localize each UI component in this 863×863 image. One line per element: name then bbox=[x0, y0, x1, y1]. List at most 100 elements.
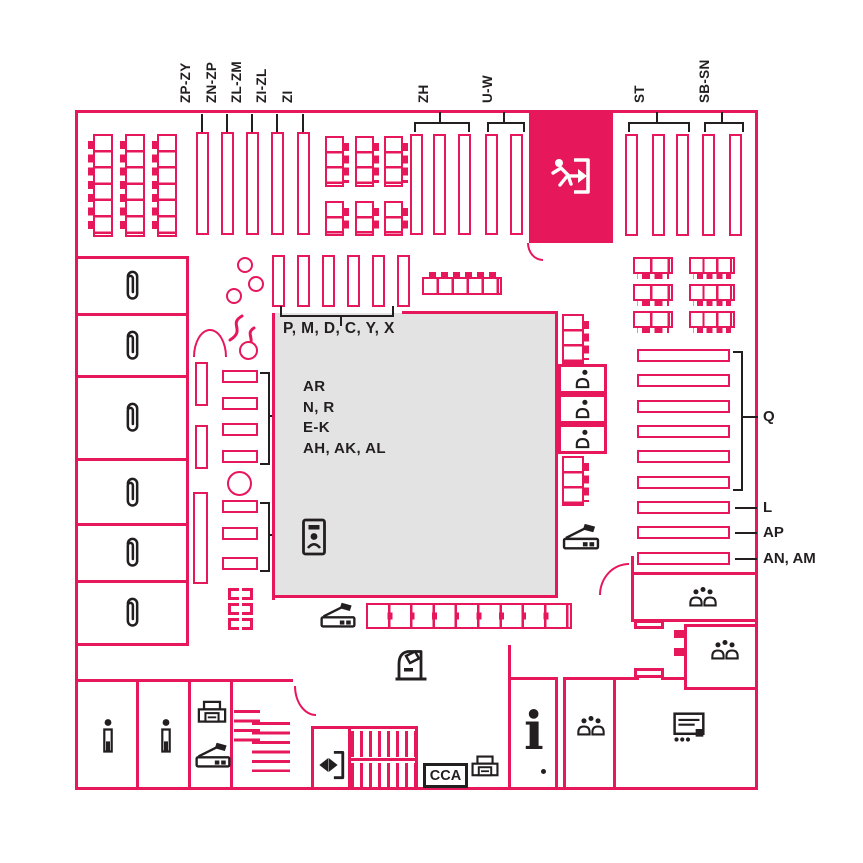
shelf bbox=[195, 425, 208, 469]
carrel-column bbox=[88, 134, 113, 237]
shelf-label-sb-sn: SB-SN bbox=[697, 59, 712, 103]
wall bbox=[272, 313, 275, 600]
desk-column bbox=[384, 201, 408, 236]
shelf bbox=[372, 255, 385, 307]
shelf bbox=[222, 423, 258, 436]
bracket-tick bbox=[340, 315, 342, 326]
carrel-column bbox=[152, 134, 177, 237]
wall bbox=[613, 677, 616, 790]
wall bbox=[75, 110, 531, 113]
label-tick bbox=[503, 112, 505, 122]
group-study-icon bbox=[577, 715, 605, 736]
label-tick bbox=[656, 112, 658, 122]
wall bbox=[311, 726, 351, 729]
information-icon: i bbox=[524, 701, 544, 762]
wall bbox=[75, 313, 189, 316]
presentation-room-icon bbox=[673, 712, 705, 742]
wall bbox=[555, 313, 558, 598]
label-bracket-sb-sn bbox=[704, 122, 744, 132]
bracket-tick bbox=[741, 416, 758, 418]
wall bbox=[563, 677, 616, 680]
wall bbox=[508, 677, 558, 680]
shelf-label-zp-zy: ZP-ZY bbox=[178, 62, 193, 104]
shelf bbox=[221, 132, 234, 235]
single-person-icon bbox=[575, 399, 590, 419]
printer-icon bbox=[197, 700, 227, 723]
shelf bbox=[347, 255, 360, 307]
wall bbox=[613, 677, 639, 680]
label-tick bbox=[251, 114, 253, 132]
copy-code-box: CCA bbox=[423, 763, 468, 788]
bench-seats bbox=[422, 272, 502, 295]
shelf-label-q: Q bbox=[763, 408, 775, 425]
wall bbox=[75, 523, 189, 526]
door-arc bbox=[527, 243, 543, 261]
desk-column bbox=[325, 136, 349, 187]
shelf-label-zi: ZI bbox=[280, 90, 295, 103]
shelf bbox=[637, 476, 730, 489]
wall bbox=[611, 110, 758, 113]
table bbox=[633, 284, 673, 306]
wall bbox=[186, 256, 189, 646]
wall bbox=[75, 256, 189, 259]
area-label-nr: N, R bbox=[303, 398, 335, 416]
desk-column bbox=[355, 201, 379, 236]
desk-row bbox=[366, 603, 572, 629]
table bbox=[633, 257, 673, 279]
door-frame bbox=[674, 630, 686, 638]
paperclip-icon bbox=[126, 477, 139, 507]
shelf bbox=[637, 374, 730, 387]
group-study-room bbox=[631, 572, 758, 622]
bracket-tick bbox=[735, 532, 757, 534]
door-jamb bbox=[634, 668, 664, 678]
wall bbox=[402, 311, 558, 314]
shelf-label-l: L bbox=[763, 499, 773, 516]
desk-column bbox=[384, 136, 408, 187]
shelf-bracket-q bbox=[733, 351, 743, 491]
area-label-ek: E-K bbox=[303, 419, 331, 436]
wall bbox=[75, 375, 189, 378]
door-arc bbox=[599, 563, 629, 595]
dot bbox=[541, 769, 546, 774]
bracket-tick bbox=[735, 558, 757, 560]
area-label-ah: AH, AK, AL bbox=[303, 439, 386, 457]
stairs bbox=[252, 722, 290, 772]
table bbox=[689, 257, 735, 279]
staircase bbox=[351, 763, 415, 789]
individual-study-room bbox=[558, 424, 607, 454]
card-station-icon bbox=[302, 518, 326, 556]
shelf-label-zi-zl: ZI-ZL bbox=[254, 68, 269, 104]
shelf bbox=[222, 370, 258, 383]
carrel-column bbox=[120, 134, 145, 237]
wall bbox=[555, 677, 558, 790]
wall bbox=[136, 679, 139, 790]
shelf bbox=[297, 132, 310, 235]
group-study-icon bbox=[711, 639, 739, 660]
self-checkout-kiosk-icon bbox=[395, 649, 427, 681]
stool bbox=[248, 276, 264, 292]
shelf bbox=[222, 527, 258, 540]
shelf bbox=[637, 425, 730, 438]
single-person-icon bbox=[575, 429, 590, 449]
wall bbox=[188, 679, 191, 790]
shelf bbox=[222, 557, 258, 570]
shelf bbox=[322, 255, 335, 307]
shelf bbox=[433, 134, 446, 235]
area-label-list: AR N, R E-K AH, AK, AL bbox=[303, 377, 386, 459]
label-tick bbox=[276, 114, 278, 132]
table bbox=[689, 284, 735, 306]
shelf bbox=[637, 450, 730, 463]
label-tick bbox=[439, 112, 441, 122]
toilet-icon bbox=[103, 719, 113, 753]
label-bracket-zh bbox=[414, 122, 470, 132]
label-tick bbox=[721, 112, 723, 122]
door-frame bbox=[674, 648, 686, 656]
shelf-l bbox=[637, 501, 730, 514]
group-study-room bbox=[684, 624, 758, 690]
wall bbox=[75, 110, 78, 790]
area-label-pmdcyx: P, M, D, C, Y, X bbox=[283, 320, 395, 337]
wall bbox=[272, 595, 558, 598]
wall bbox=[75, 458, 189, 461]
shelf bbox=[195, 362, 208, 406]
shelf-label-st: ST bbox=[632, 85, 647, 103]
